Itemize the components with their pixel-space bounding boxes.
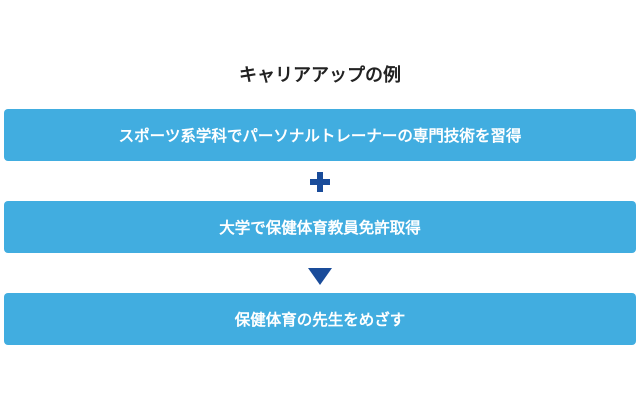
plus-icon [310,172,330,192]
step-box-3: 保健体育の先生をめざす [4,293,636,345]
step-label-1: スポーツ系学科でパーソナルトレーナーの専門技術を習得 [118,127,522,145]
down-triangle-icon [308,268,332,285]
step-box-2: 大学で保健体育教員免許取得 [4,201,636,253]
step-box-1: スポーツ系学科でパーソナルトレーナーの専門技術を習得 [4,109,636,161]
step-label-2: 大学で保健体育教員免許取得 [219,219,421,237]
step-label-3: 保健体育の先生をめざす [234,311,406,329]
diagram-title: キャリアアップの例 [239,65,401,86]
